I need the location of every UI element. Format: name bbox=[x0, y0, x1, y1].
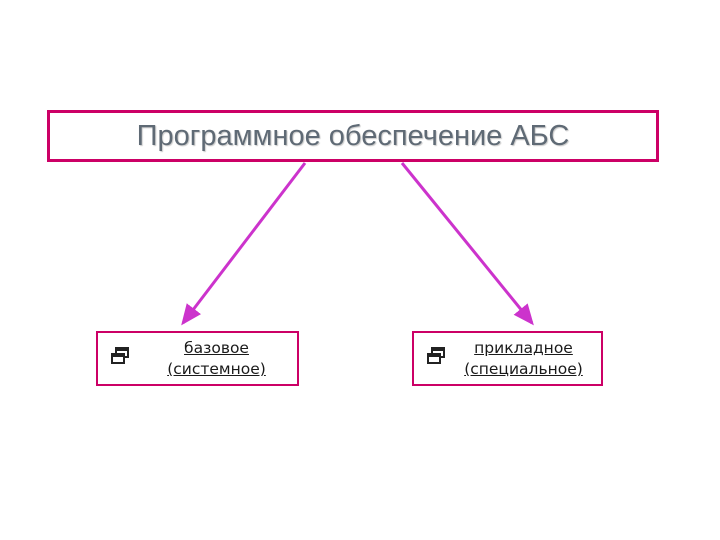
child-node-label[interactable]: базовое (системное) bbox=[136, 338, 297, 380]
child-node-label[interactable]: прикладное (специальное) bbox=[446, 338, 601, 380]
child-node-label-line1: базовое bbox=[184, 339, 249, 357]
window-restore-icon bbox=[111, 347, 129, 364]
arrow-to-applied-software bbox=[400, 162, 534, 326]
child-node-label-line2: (специальное) bbox=[464, 360, 583, 378]
window-restore-icon bbox=[427, 347, 445, 364]
child-node-label-line1: прикладное bbox=[474, 339, 573, 357]
child-node-applied-software[interactable]: прикладное (специальное) bbox=[412, 331, 603, 386]
root-node: Программное обеспечение АБС bbox=[47, 110, 659, 162]
arrow-to-basic-software bbox=[181, 162, 307, 326]
child-node-label-line2: (системное) bbox=[167, 360, 266, 378]
child-node-basic-software[interactable]: базовое (системное) bbox=[96, 331, 299, 386]
root-node-title: Программное обеспечение АБС bbox=[136, 119, 570, 152]
